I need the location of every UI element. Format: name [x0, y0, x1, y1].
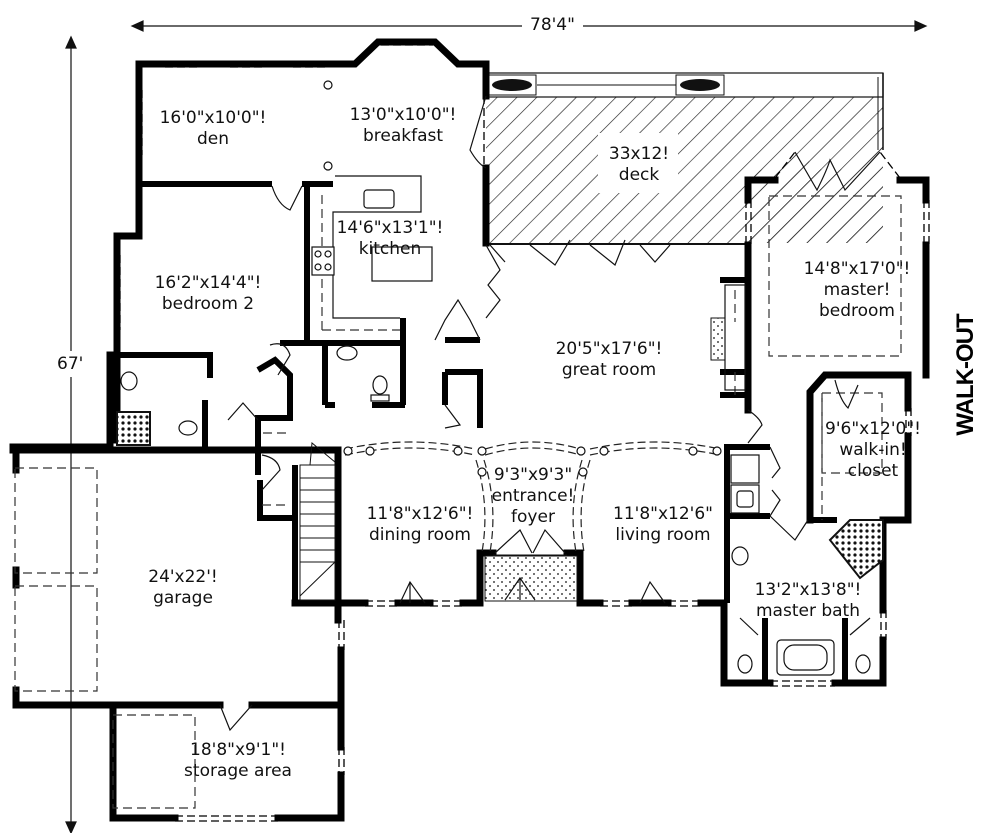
room-label-kitchen: 14'6"x13'1"! kitchen — [337, 218, 444, 260]
room-label-master-bedroom: 14'8"x17'0"! master! bedroom — [804, 259, 911, 322]
walk-out-text: WALK-OUT — [952, 314, 979, 436]
room-label-bedroom-2: 16'2"x14'4"! bedroom 2 — [155, 273, 262, 315]
width-dimension-label: 78'4" — [522, 15, 583, 35]
stairs — [299, 442, 336, 601]
room-size: 9'6"x12'0"! — [825, 419, 921, 439]
room-label-storage-area: 18'8"x9'1"! storage area — [184, 740, 292, 782]
room-name: master! — [823, 280, 891, 300]
room-label-den: 16'0"x10'0"! den — [160, 108, 267, 150]
room-name: great room — [561, 360, 657, 380]
room-size: 33x12! — [608, 144, 670, 164]
room-name: kitchen — [358, 239, 422, 259]
room-label-master-bath: 13'2"x13'8"! master bath — [755, 580, 862, 622]
room-label-deck: 33x12! deck — [609, 144, 669, 186]
room-name: deck — [618, 165, 660, 185]
room-name: living room — [615, 525, 711, 545]
kitchen-fixtures — [311, 175, 433, 319]
depth-dimension-line — [65, 35, 77, 833]
room-label-breakfast: 13'0"x10'0"! breakfast — [350, 105, 457, 147]
room-size: 13'0"x10'0"! — [349, 105, 457, 125]
fireplace — [710, 317, 726, 361]
room-size: 16'0"x10'0"! — [159, 108, 267, 128]
depth-dimension-label: 67' — [55, 351, 86, 377]
room-size: 20'5"x17'6"! — [555, 339, 663, 359]
fireplace-bookcase — [724, 284, 746, 391]
room-size: 14'6"x13'1"! — [336, 218, 444, 238]
room-name: dining room — [369, 525, 471, 545]
room-name: den — [196, 129, 230, 149]
room-name: entrance! — [491, 486, 575, 506]
room-size: 13'2"x13'8"! — [754, 580, 862, 600]
room-name: walk-in! — [839, 440, 907, 460]
room-label-dining-room: 11'8"x12'6"! dining room — [367, 504, 474, 546]
planter-icon — [492, 79, 720, 91]
room-label-living-room: 11'8"x12'6" living room — [613, 504, 713, 546]
room-name: garage — [153, 588, 213, 608]
dashed-outlines — [14, 195, 902, 809]
room-name: bedroom 2 — [161, 294, 255, 314]
room-size: 18'8"x9'1"! — [190, 740, 286, 760]
room-label-entrance-foyer: 9'3"x9'3" entrance! foyer — [492, 465, 575, 528]
doors — [219, 95, 881, 732]
room-size: 11'8"x12'6"! — [366, 504, 474, 524]
room-name: master bath — [755, 601, 861, 621]
bed2-shower — [116, 411, 151, 446]
room-name: breakfast — [362, 126, 444, 146]
room-label-walk-in-closet: 9'6"x12'0"! walk-in! closet — [825, 419, 921, 482]
deck-area — [485, 72, 884, 245]
master-shower — [828, 519, 884, 580]
room-name-line2: foyer — [511, 507, 555, 527]
room-size: 16'2"x14'4"! — [154, 273, 262, 293]
room-name-line2: bedroom — [818, 301, 896, 321]
room-label-great-room: 20'5"x17'6"! great room — [556, 339, 663, 381]
columns — [323, 80, 722, 477]
room-label-garage: 24'x22'! garage — [148, 567, 218, 609]
room-size: 14'8"x17'0"! — [803, 259, 911, 279]
walk-out-label: WALK-OUT — [946, 314, 986, 436]
room-size: 24'x22'! — [148, 567, 218, 587]
room-size: 11'8"x12'6" — [613, 504, 713, 524]
plumbing-fixtures — [120, 345, 871, 676]
room-name-line2: closet — [847, 461, 899, 481]
windows — [107, 39, 930, 822]
room-size: 9'3"x9'3" — [493, 465, 573, 485]
room-name: storage area — [184, 761, 292, 781]
exterior-walls — [9, 38, 930, 822]
